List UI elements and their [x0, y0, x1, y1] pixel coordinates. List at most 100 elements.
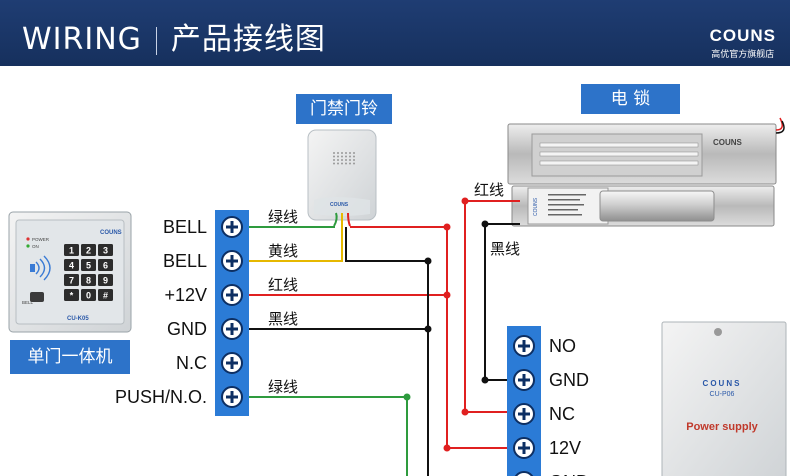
keypad-bell-button: BELL	[22, 292, 44, 305]
left-terminal-label: BELL	[163, 251, 207, 271]
keypad-key-label: 1	[69, 246, 74, 256]
keypad-key-label: 8	[86, 276, 91, 286]
title-chinese: 产品接线图	[170, 22, 326, 57]
keypad-key: 0	[81, 289, 96, 301]
grille-hole	[353, 159, 355, 161]
lock-brand: COUNS	[713, 138, 743, 147]
wire-junctions	[403, 197, 489, 452]
left-terminal-label: +12V	[164, 285, 207, 305]
screw-terminal-icon	[514, 471, 534, 476]
keypad-bell-text: BELL	[22, 300, 34, 305]
right-terminal-label: NC	[549, 404, 575, 424]
grille-hole	[345, 159, 347, 161]
keypad-key-label: 2	[86, 246, 91, 256]
title-english: WIRING	[22, 22, 142, 57]
wire-label-gnd-black: 黑线	[268, 310, 298, 328]
grille-hole	[333, 162, 335, 165]
grille-hole	[341, 162, 343, 165]
power-supply-device: COUNS CU-P06 Power supply	[661, 321, 787, 476]
power-supply-label: Power supply	[686, 421, 758, 433]
keypad-key: 8	[81, 274, 96, 286]
header-bar: WIRING 产品接线图 COUNS 高优官方旗舰店	[0, 0, 790, 66]
grille-hole	[337, 162, 339, 165]
power-supply-brand: COUNS	[703, 379, 742, 388]
keypad-key-label: 9	[103, 276, 108, 286]
bell-device-label: 门禁门铃	[296, 94, 392, 124]
brand-logo: COUNS 高优官方旗舰店	[710, 26, 776, 60]
rfid-icon	[30, 255, 51, 281]
screw-terminal-icon	[513, 437, 535, 459]
wire-label-lock-red: 红线	[474, 181, 504, 199]
grille-hole	[337, 152, 339, 154]
right-terminal-label: 12V	[549, 438, 581, 458]
right-terminal-label: GND	[549, 370, 589, 390]
keypad-key: 5	[81, 259, 96, 271]
lock-bolt	[599, 190, 715, 222]
keypad-power-led	[26, 237, 30, 241]
wire-lock-red	[464, 200, 520, 413]
screw-terminal-icon	[513, 335, 535, 357]
left-terminal-block: BELL BELL +12V GND N.C PUSH/N.O.	[115, 210, 249, 416]
grille-hole	[353, 162, 355, 165]
keypad-key: 7	[64, 274, 79, 286]
right-terminal-label: NO	[549, 336, 576, 356]
keypad-key: #	[98, 289, 113, 301]
right-terminal-label: GND	[549, 472, 589, 476]
wire-label-lock-black: 黑线	[490, 240, 520, 258]
screw-icon	[714, 328, 722, 336]
keypad-key-label: 6	[103, 261, 108, 271]
wire-push-green	[249, 396, 408, 476]
keypad-key: 1	[64, 244, 79, 256]
screw-terminal-icon	[221, 318, 243, 340]
lock-controller	[527, 187, 609, 225]
screw-terminal-icon	[221, 250, 243, 272]
grille-hole	[349, 162, 351, 165]
grille-hole	[333, 155, 335, 158]
grille-hole	[349, 152, 351, 154]
brand-subtitle: 高优官方旗舰店	[711, 50, 775, 60]
keypad-key: *	[64, 289, 79, 301]
grille-hole	[333, 159, 335, 161]
wire-label-push-green: 绿线	[268, 378, 298, 396]
wire-label-bell-green: 绿线	[268, 208, 298, 226]
keypad-brand: COUNS	[100, 230, 122, 236]
title-divider	[155, 26, 157, 55]
keypad-on-text: ON	[32, 244, 39, 249]
screw-terminal-icon	[513, 369, 535, 391]
keypad-key-label: 5	[86, 261, 91, 271]
left-terminal-label: PUSH/N.O.	[115, 387, 207, 407]
grille-hole	[345, 162, 347, 165]
keypad-key: 6	[98, 259, 113, 271]
grille-hole	[337, 155, 339, 158]
left-terminal-label: N.C	[176, 353, 207, 373]
keypad-key: 4	[64, 259, 79, 271]
keypad-power-text: POWER	[32, 237, 50, 242]
grille-hole	[341, 159, 343, 161]
keypad-key: 9	[98, 274, 113, 286]
wire-bell-green	[249, 226, 335, 228]
power-supply-model: CU-P06	[710, 391, 735, 398]
grille-hole	[341, 152, 343, 154]
wire-12v-bus	[446, 227, 510, 449]
screw-terminal-icon	[221, 352, 243, 374]
wires	[249, 200, 520, 476]
lock-device-label: 电 锁	[581, 84, 680, 114]
wire-bell-black	[345, 227, 428, 262]
grille-hole	[349, 155, 351, 158]
keypad-key-label: 4	[69, 261, 74, 271]
keypad-device-label: 单门一体机	[10, 340, 130, 374]
wire-bell-yellow	[249, 227, 343, 262]
screw-terminal-icon	[221, 216, 243, 238]
wire-label-bell-yellow: 黄线	[268, 242, 298, 260]
left-terminal-label: GND	[167, 319, 207, 339]
page-title: WIRING 产品接线图	[22, 14, 326, 58]
left-terminal-label: BELL	[163, 217, 207, 237]
screw-terminal-icon	[221, 386, 243, 408]
keypad-key-label: #	[103, 291, 108, 301]
screw-terminal-icon	[221, 284, 243, 306]
keypad-key: 2	[81, 244, 96, 256]
grille-hole	[341, 155, 343, 158]
bell-device: COUNS	[307, 129, 377, 227]
